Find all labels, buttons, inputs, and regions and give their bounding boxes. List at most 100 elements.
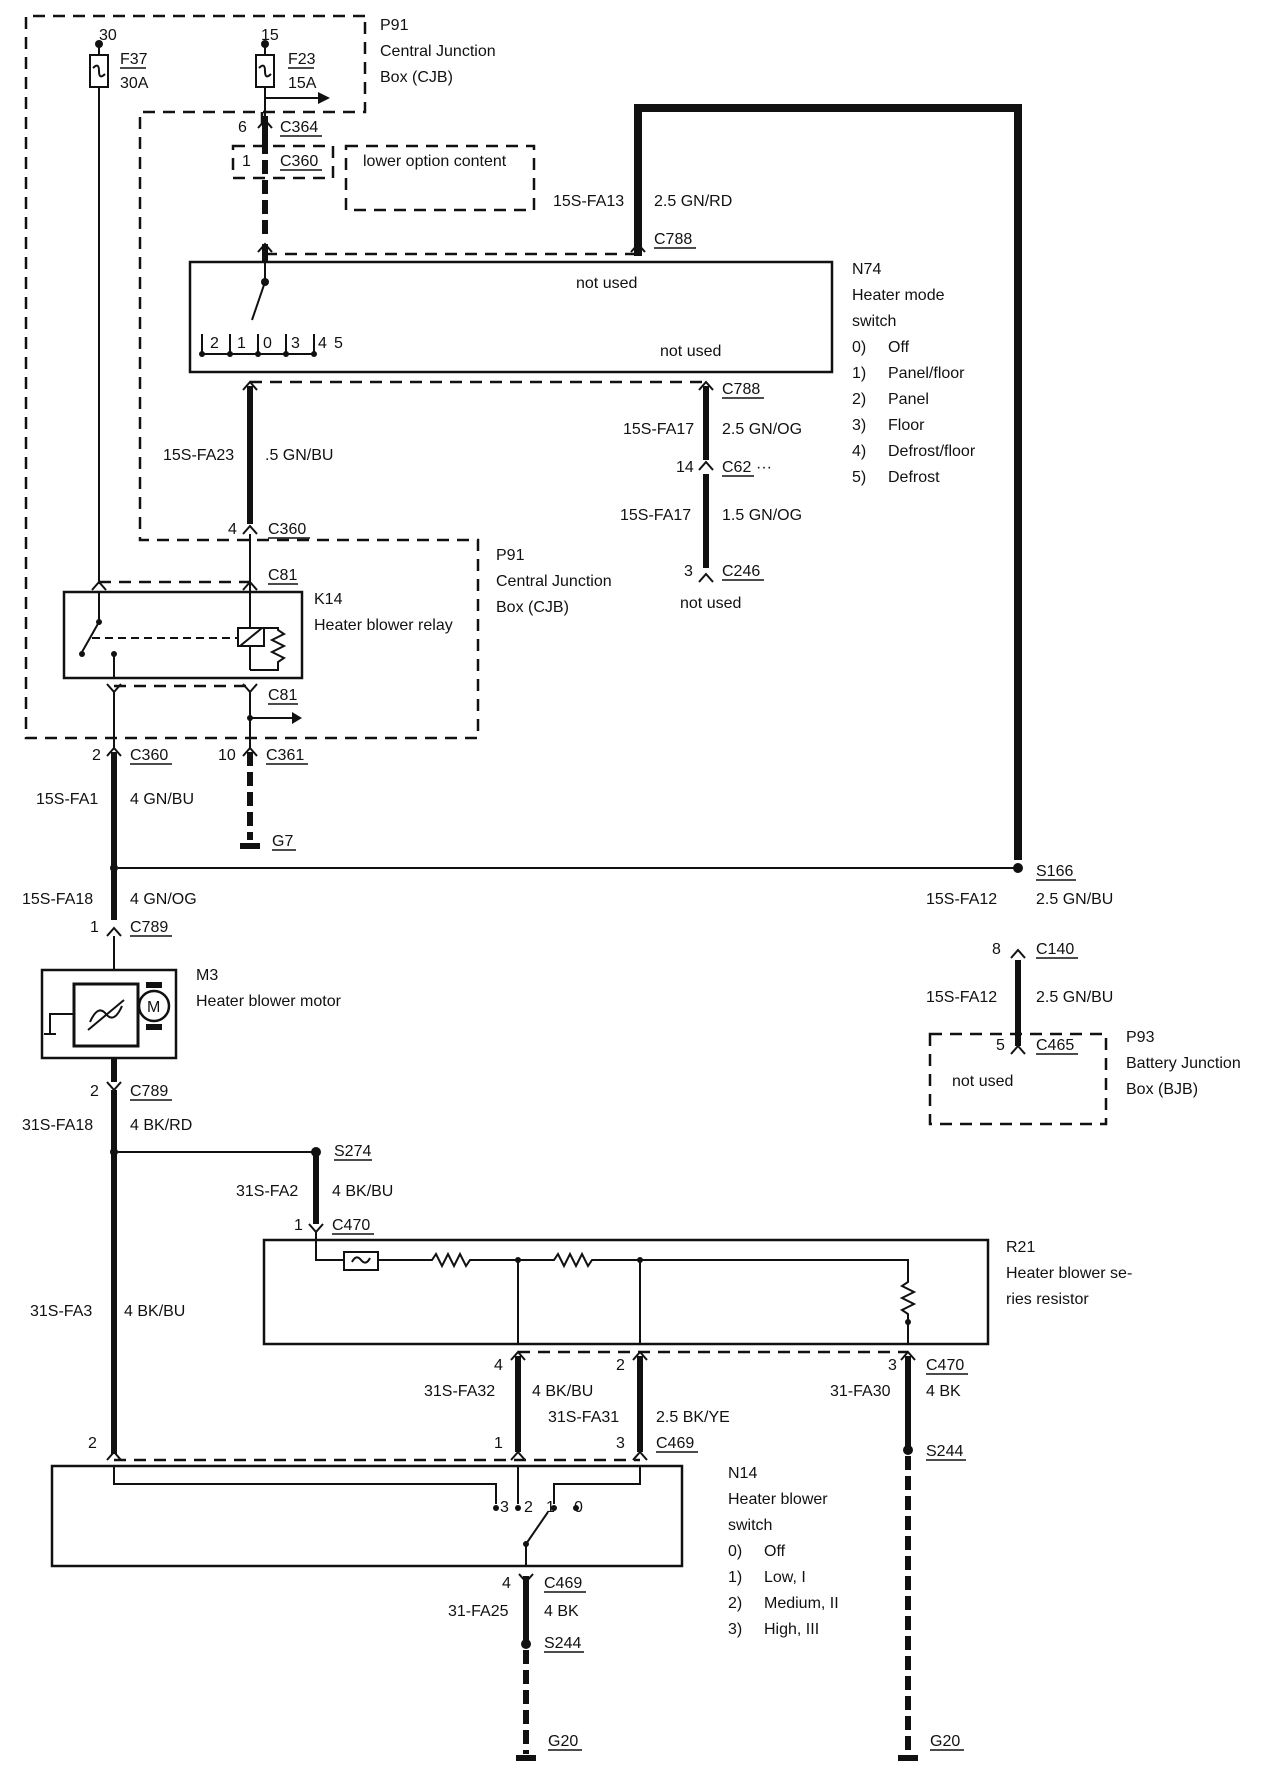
p91-top-id: P91 bbox=[380, 17, 409, 34]
n14-pos-1-num: 1) bbox=[728, 1569, 742, 1586]
fuse-f37 bbox=[89, 40, 109, 584]
r21-id: R21 bbox=[1006, 1239, 1035, 1256]
fa31-spec: 2.5 BK/YE bbox=[656, 1409, 730, 1426]
p91-top-line1: Central Junction bbox=[380, 43, 496, 60]
p93-not-used: not used bbox=[952, 1073, 1013, 1090]
c789-a-pin: 1 bbox=[90, 919, 99, 936]
n14-pos-2-num: 2) bbox=[728, 1595, 742, 1612]
n74-pos-4-label: Defrost/floor bbox=[888, 443, 976, 460]
fa30-circuit: 31-FA30 bbox=[830, 1383, 891, 1400]
n74-pos-3-num: 3) bbox=[852, 417, 866, 434]
f23-rating: 15A bbox=[288, 75, 317, 92]
n74-pin-3: 3 bbox=[291, 335, 300, 352]
p91-mid-line1: Central Junction bbox=[496, 573, 612, 590]
c360-a-pin: 1 bbox=[242, 153, 251, 170]
fa18-gn-circuit: 15S-FA18 bbox=[22, 891, 93, 908]
n14-pos-0-label: Off bbox=[764, 1543, 786, 1560]
fa25-circuit: 31-FA25 bbox=[448, 1603, 509, 1620]
n74-line1: Heater mode bbox=[852, 287, 945, 304]
lower-option-label: lower option content bbox=[363, 153, 507, 170]
n74-pos-2-num: 2) bbox=[852, 391, 866, 408]
n14-switch-contacts bbox=[113, 1466, 641, 1566]
c469-a-id: C469 bbox=[656, 1435, 694, 1452]
n14-pin-0: 0 bbox=[574, 1499, 583, 1516]
n74-position-legend: 0) Off 1) Panel/floor 2) Panel 3) Floor … bbox=[852, 339, 976, 486]
fa13-circuit: 15S-FA13 bbox=[553, 193, 624, 210]
n74-pos-2-label: Panel bbox=[888, 391, 929, 408]
fa2-circuit: 31S-FA2 bbox=[236, 1183, 298, 1200]
n14-pos-3-num: 3) bbox=[728, 1621, 742, 1638]
r21-line1: Heater blower se- bbox=[1006, 1265, 1132, 1282]
c360-c-id: C360 bbox=[130, 747, 168, 764]
fa25-spec: 4 BK bbox=[544, 1603, 579, 1620]
g20-b-id: G20 bbox=[930, 1733, 960, 1750]
fa17-b-circuit: 15S-FA17 bbox=[620, 507, 691, 524]
f23-id: F23 bbox=[288, 51, 316, 68]
n14-line1: Heater blower bbox=[728, 1491, 828, 1508]
n74-pin-5: 5 bbox=[334, 335, 343, 352]
c470-b-id: C470 bbox=[926, 1357, 964, 1374]
r21-pin2: 2 bbox=[616, 1357, 625, 1374]
c470-b-pin: 3 bbox=[888, 1357, 897, 1374]
n74-pin-4: 4 bbox=[318, 335, 327, 352]
n74-id: N74 bbox=[852, 261, 881, 278]
c140-id: C140 bbox=[1036, 941, 1074, 958]
fa30-spec: 4 BK bbox=[926, 1383, 961, 1400]
c360-a-id: C360 bbox=[280, 153, 318, 170]
n74-pos-3-label: Floor bbox=[888, 417, 925, 434]
fa18-bk-circuit: 31S-FA18 bbox=[22, 1117, 93, 1134]
n14-heater-blower-switch-box bbox=[50, 1464, 684, 1568]
n74-pin-1: 1 bbox=[237, 335, 246, 352]
c788-top-id: C788 bbox=[654, 231, 692, 248]
c470-a-pin: 1 bbox=[294, 1217, 303, 1234]
n74-heater-mode-switch-box bbox=[188, 260, 834, 374]
fa23-circuit: 15S-FA23 bbox=[163, 447, 234, 464]
f23-terminal: 15 bbox=[261, 27, 279, 44]
m3-motor-internals bbox=[44, 982, 171, 1048]
fa17-b-spec: 1.5 GN/OG bbox=[722, 507, 802, 524]
n74-pos-4-num: 4) bbox=[852, 443, 866, 460]
c364-id: C364 bbox=[280, 119, 318, 136]
c789-a-id: C789 bbox=[130, 919, 168, 936]
fa1-circuit: 15S-FA1 bbox=[36, 791, 98, 808]
c62-pin: 14 bbox=[676, 459, 694, 476]
k14-id: K14 bbox=[314, 591, 343, 608]
p93-id: P93 bbox=[1126, 1029, 1155, 1046]
n74-switch-contacts bbox=[199, 262, 317, 357]
c465-id: C465 bbox=[1036, 1037, 1074, 1054]
c246-not-used: not used bbox=[680, 595, 741, 612]
fa12-a-circuit: 15S-FA12 bbox=[926, 891, 997, 908]
n74-not-used-top: not used bbox=[576, 275, 637, 292]
k14-heater-blower-relay-box bbox=[62, 590, 304, 680]
fa18-gn-spec: 4 GN/OG bbox=[130, 891, 197, 908]
c360-c-pin: 2 bbox=[92, 747, 101, 764]
fuse-f23 bbox=[255, 40, 330, 116]
fa18-bk-spec: 4 BK/RD bbox=[130, 1117, 192, 1134]
fa12-a-spec: 2.5 GN/BU bbox=[1036, 891, 1113, 908]
s166-id: S166 bbox=[1036, 863, 1073, 880]
motor-symbol: M bbox=[147, 999, 160, 1016]
n14-pin-3: 3 bbox=[500, 1499, 509, 1516]
fa31-circuit: 31S-FA31 bbox=[548, 1409, 619, 1426]
c81-a-id: C81 bbox=[268, 567, 297, 584]
n74-pos-5-num: 5) bbox=[852, 469, 866, 486]
fa1-spec: 4 GN/BU bbox=[130, 791, 194, 808]
fa17-a-spec: 2.5 GN/OG bbox=[722, 421, 802, 438]
c469-b-id: C469 bbox=[544, 1575, 582, 1592]
c789-b-id: C789 bbox=[130, 1083, 168, 1100]
r21-resistor-network bbox=[315, 1232, 917, 1344]
c246-pin: 3 bbox=[684, 563, 693, 580]
fa2-spec: 4 BK/BU bbox=[332, 1183, 393, 1200]
n14-pin-2: 2 bbox=[524, 1499, 533, 1516]
n74-pos-5-label: Defrost bbox=[888, 469, 940, 486]
k14-relay-internals bbox=[79, 592, 287, 678]
c361-id: C361 bbox=[266, 747, 304, 764]
c246-id: C246 bbox=[722, 563, 760, 580]
c465-pin: 5 bbox=[996, 1037, 1005, 1054]
p91-mid-line2: Box (CJB) bbox=[496, 599, 569, 616]
g20-a-id: G20 bbox=[548, 1733, 578, 1750]
fa3-spec: 4 BK/BU bbox=[124, 1303, 185, 1320]
fa13-spec: 2.5 GN/RD bbox=[654, 193, 732, 210]
m3-heater-blower-motor-box bbox=[40, 968, 178, 1060]
